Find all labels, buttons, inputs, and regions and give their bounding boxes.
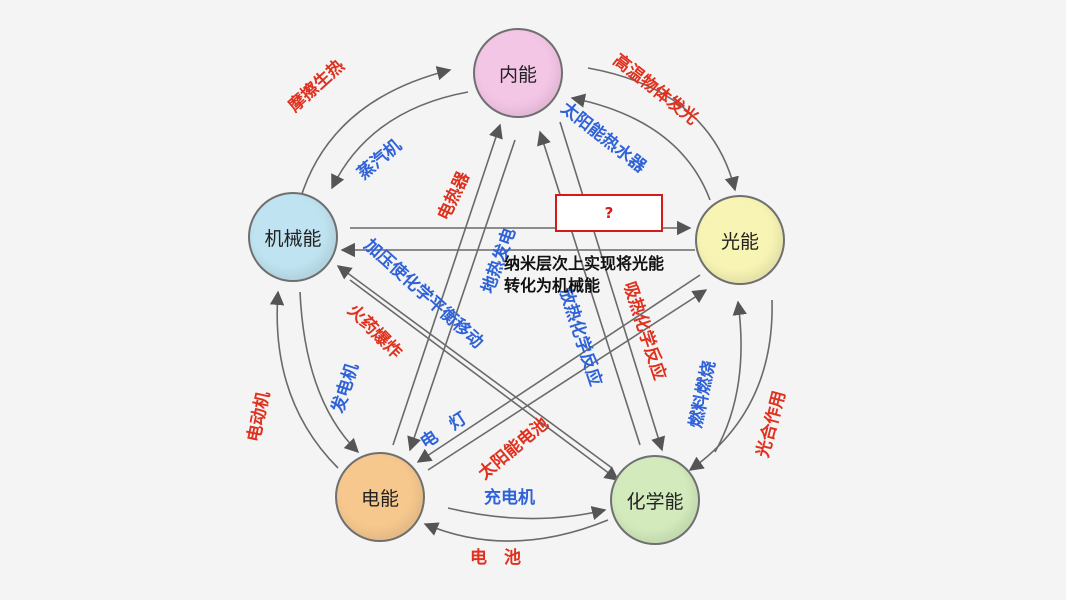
caption-line-1: 纳米层次上实现将光能 (504, 254, 665, 273)
arrow-internal-to-mech (331, 91, 469, 190)
arrow-internal-to-light (587, 67, 739, 192)
arrow-light-to-electrical (416, 274, 701, 463)
arrow-mech-to-internal (299, 66, 452, 201)
arrow-electrical-to-mech (269, 290, 339, 469)
node-internal-energy: 内能 (473, 28, 563, 118)
arrow-internal-to-chemical (559, 121, 666, 452)
arrow-chemical-to-mech (336, 265, 613, 469)
arrow-chemical-to-electrical (423, 519, 609, 542)
label-battery: 电 池 (470, 548, 521, 568)
arrow-mech-to-chemical (349, 279, 620, 481)
node-chemical-energy: 化学能 (610, 455, 700, 545)
arrow-mech-to-electrical (299, 291, 360, 454)
arrow-light-to-chemical (688, 299, 773, 471)
caption: 纳米层次上实现将光能 转化为机械能 (504, 253, 664, 297)
arrow-internal-to-electrical (407, 139, 516, 452)
node-electrical-energy: 电能 (335, 452, 425, 542)
node-light-energy: 光能 (695, 195, 785, 285)
question-box: ? (555, 194, 663, 232)
arrow-chemical-to-internal (537, 130, 641, 446)
arrow-chemical-to-light (714, 300, 747, 453)
caption-line-2: 转化为机械能 (504, 276, 601, 295)
arrow-electrical-to-light (427, 289, 708, 471)
label-charger: 充电机 (484, 488, 535, 508)
arrow-electrical-to-chemical (447, 506, 607, 521)
arrow-electrical-to-internal (392, 123, 503, 446)
node-mechanical-energy: 机械能 (248, 192, 338, 282)
arrow-light-to-internal (570, 93, 711, 201)
